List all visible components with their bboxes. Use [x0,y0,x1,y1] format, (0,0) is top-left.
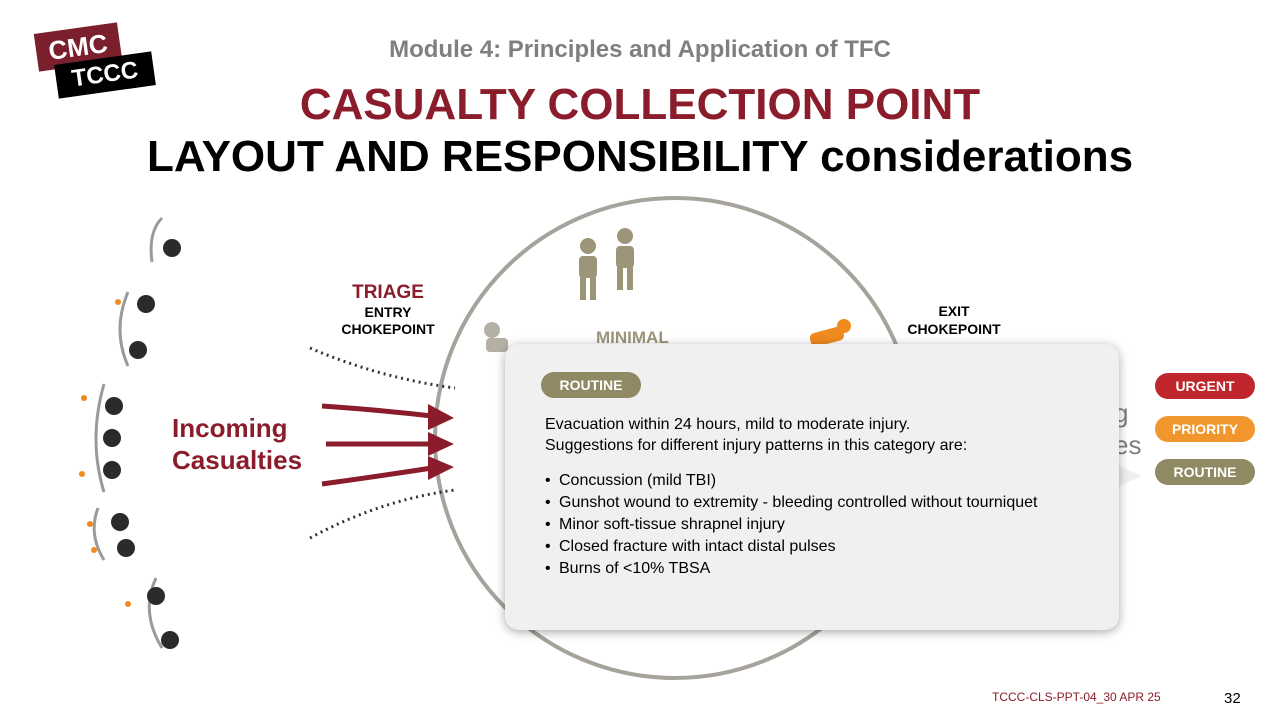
page-number: 32 [1224,690,1241,707]
incoming-arrows [321,403,454,487]
entry-dotted-line-bottom [309,488,456,540]
entry-dotted-line-top [309,346,456,390]
incoming-casualties-label: Incoming Casualties [172,412,302,476]
module-subtitle: Module 4: Principles and Application of … [389,36,891,63]
seated-figure-icon [484,322,508,352]
incoming-casualty-icons [92,216,181,649]
arrow-middle-head [428,432,454,456]
routine-info-popup: ROUTINE Evacuation within 24 hours, mild… [505,344,1119,630]
popup-desc-line1: Evacuation within 24 hours, mild to mode… [545,416,911,433]
entry-chokepoint-label: CHOKEPOINT [341,321,435,337]
orange-casualty-icon [809,319,851,347]
list-item: Closed fracture with intact distal pulse… [545,536,1085,558]
triage-label: TRIAGE [352,282,424,303]
popup-description: Evacuation within 24 hours, mild to mode… [545,414,1105,456]
minimal-label: MINIMAL [596,328,669,347]
slide-subtitle: LAYOUT AND RESPONSIBILITY considerations [146,132,1134,181]
triage-entry-label: TRIAGE ENTRY CHOKEPOINT [318,282,458,338]
list-item: Concussion (mild TBI) [545,470,1085,492]
arrow-top-head [428,404,454,430]
standing-figures-icon [579,228,634,300]
exit-chokepoint-text: CHOKEPOINT [907,321,1001,337]
exit-label: EXIT [938,303,970,319]
document-id: TCCC-CLS-PPT-04_30 APR 25 [992,690,1161,704]
popup-desc-line2: Suggestions for different injury pattern… [545,437,968,454]
priority-button[interactable]: PRIORITY [1155,416,1255,442]
arrow-bottom-head [428,456,454,480]
urgent-button[interactable]: URGENT [1155,373,1255,399]
incoming-line2: Casualties [172,445,303,475]
list-item: Minor soft-tissue shrapnel injury [545,514,1085,536]
incoming-line1: Incoming [172,413,288,443]
injury-list: Concussion (mild TBI) Gunshot wound to e… [545,470,1085,580]
arrow-top [321,403,433,419]
exit-chokepoint-label: EXIT CHOKEPOINT [886,302,1022,338]
routine-button[interactable]: ROUTINE [1155,459,1255,485]
muzzle-flash-icons [79,299,131,607]
list-item: Burns of <10% TBSA [545,558,1085,580]
arrow-bottom [321,465,433,487]
routine-tag: ROUTINE [541,372,641,398]
slide-title: CASUALTY COLLECTION POINT [299,80,981,129]
list-item: Gunshot wound to extremity - bleeding co… [545,492,1085,514]
entry-label: ENTRY [364,304,412,320]
